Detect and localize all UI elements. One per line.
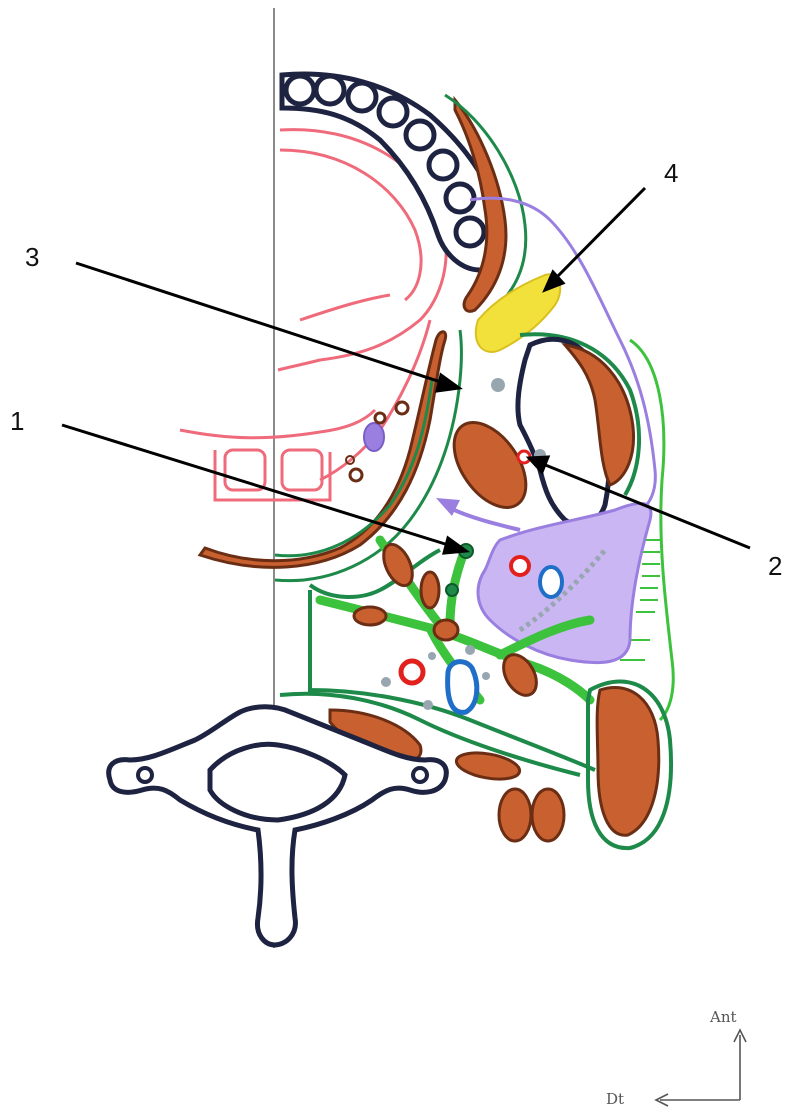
nerve-muscle-c [421,572,439,608]
transverse-foramen-right [413,768,427,782]
label-1: 1 [10,408,24,434]
parotid-vein [540,567,562,597]
internal-carotid-artery [401,661,423,683]
purple-structure [364,423,384,451]
label-2: 2 [768,553,782,579]
leader-line-3 [76,263,450,385]
leader-lines [62,188,750,553]
scalene-muscle-c [532,789,564,841]
gray-node-upper [491,378,505,392]
internal-jugular-vein [448,662,477,713]
small-vessel-b [375,413,385,423]
nerve-muscle-d [434,620,458,640]
label-4: 4 [664,160,678,186]
label-3: 3 [25,244,39,270]
sternocleidomastoid-muscle [597,687,659,835]
nerve-muscle-b [354,607,386,625]
compass-lateral-label: Dt [606,1090,624,1108]
small-vessel-a [396,402,408,414]
compass-anterior-label: Ant [710,1008,737,1026]
transverse-foramen-left [138,768,152,782]
small-vessel-c [350,469,362,481]
scalene-muscle-b [499,789,531,841]
tooth-arch [282,74,501,270]
oral-cavity-outline [180,130,446,500]
orientation-compass [656,1030,746,1106]
sympathetic-node-lower [446,584,458,596]
leader-arrow-3 [437,375,459,391]
parotid-artery [511,557,529,575]
leader-line-4 [552,188,645,282]
